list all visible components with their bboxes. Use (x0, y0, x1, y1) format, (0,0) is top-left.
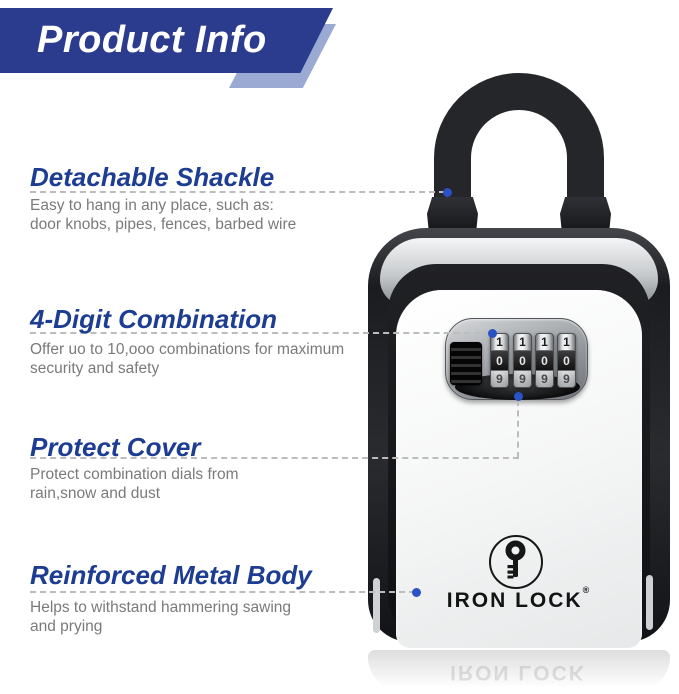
dial-digit: 1 (558, 334, 575, 351)
feature-heading-detachable-shackle: Detachable Shackle (30, 162, 275, 192)
brand-logo-circle (489, 535, 543, 589)
brand-name: IRON LOCK® (433, 585, 603, 613)
feature-body-line: Helps to withstand hammering sawing (30, 599, 292, 616)
cover-edge-highlight-left (373, 578, 380, 633)
dial-digit: 1 (536, 334, 553, 351)
feature-body-line: Easy to hang in any place, such as: (30, 197, 274, 214)
connector-line-shackle (30, 191, 445, 193)
dial-digit: 1 (514, 334, 531, 351)
feature-body-line: and prying (30, 618, 103, 635)
dial-digit-selected: 0 (536, 351, 553, 371)
feature-heading-reinforced-metal-body: Reinforced Metal Body (30, 560, 312, 590)
connector-line-protect-cover-vertical (517, 400, 519, 458)
connector-dot-metal-body (412, 588, 421, 597)
feature-heading-4-digit-combination: 4-Digit Combination (30, 304, 277, 334)
key-icon (505, 540, 526, 579)
dial-digit: 9 (514, 371, 531, 387)
feature-body-reinforced-metal-body: Helps to withstand hammering sawing and … (30, 598, 291, 636)
dial-digit: 9 (536, 371, 553, 387)
dial-digit-selected: 0 (558, 351, 575, 371)
connector-dot-combination (488, 329, 497, 338)
dial-digit-selected: 0 (491, 351, 508, 371)
connector-line-metal-body (30, 591, 415, 593)
dial-digit-selected: 0 (514, 351, 531, 371)
brand-text: IRON LOCK (446, 589, 583, 612)
product-reflection (368, 650, 670, 692)
connector-dot-protect-cover (514, 392, 523, 401)
brand-reflection-text: IRON LOCK (450, 661, 586, 684)
release-slider-button (450, 342, 482, 385)
feature-body-4-digit-combination: Offer uo to 10,ooo combinations for maxi… (30, 340, 344, 378)
dial-digit: 9 (558, 371, 575, 387)
dial-digit: 9 (491, 371, 508, 387)
feature-body-protect-cover: Protect combination dials from rain,snow… (30, 465, 238, 503)
feature-body-line: Offer uo to 10,ooo combinations for maxi… (30, 341, 345, 358)
feature-body-line: door knobs, pipes, fences, barbed wire (30, 216, 297, 233)
feature-body-line: Protect combination dials from (30, 466, 239, 483)
page-title: Product Info (37, 19, 267, 61)
dial-digit: 1 (491, 334, 508, 351)
connector-line-protect-cover (30, 457, 519, 459)
feature-body-detachable-shackle: Easy to hang in any place, such as: door… (30, 196, 296, 234)
registered-trademark-symbol: ® (582, 585, 590, 595)
cover-edge-highlight-right (646, 575, 653, 630)
feature-heading-protect-cover: Protect Cover (30, 432, 201, 462)
connector-line-combination (30, 332, 490, 334)
feature-body-line: rain,snow and dust (30, 485, 161, 502)
connector-dot-shackle (443, 188, 452, 197)
banner: Product Info (0, 8, 333, 73)
feature-body-line: security and safety (30, 360, 160, 377)
